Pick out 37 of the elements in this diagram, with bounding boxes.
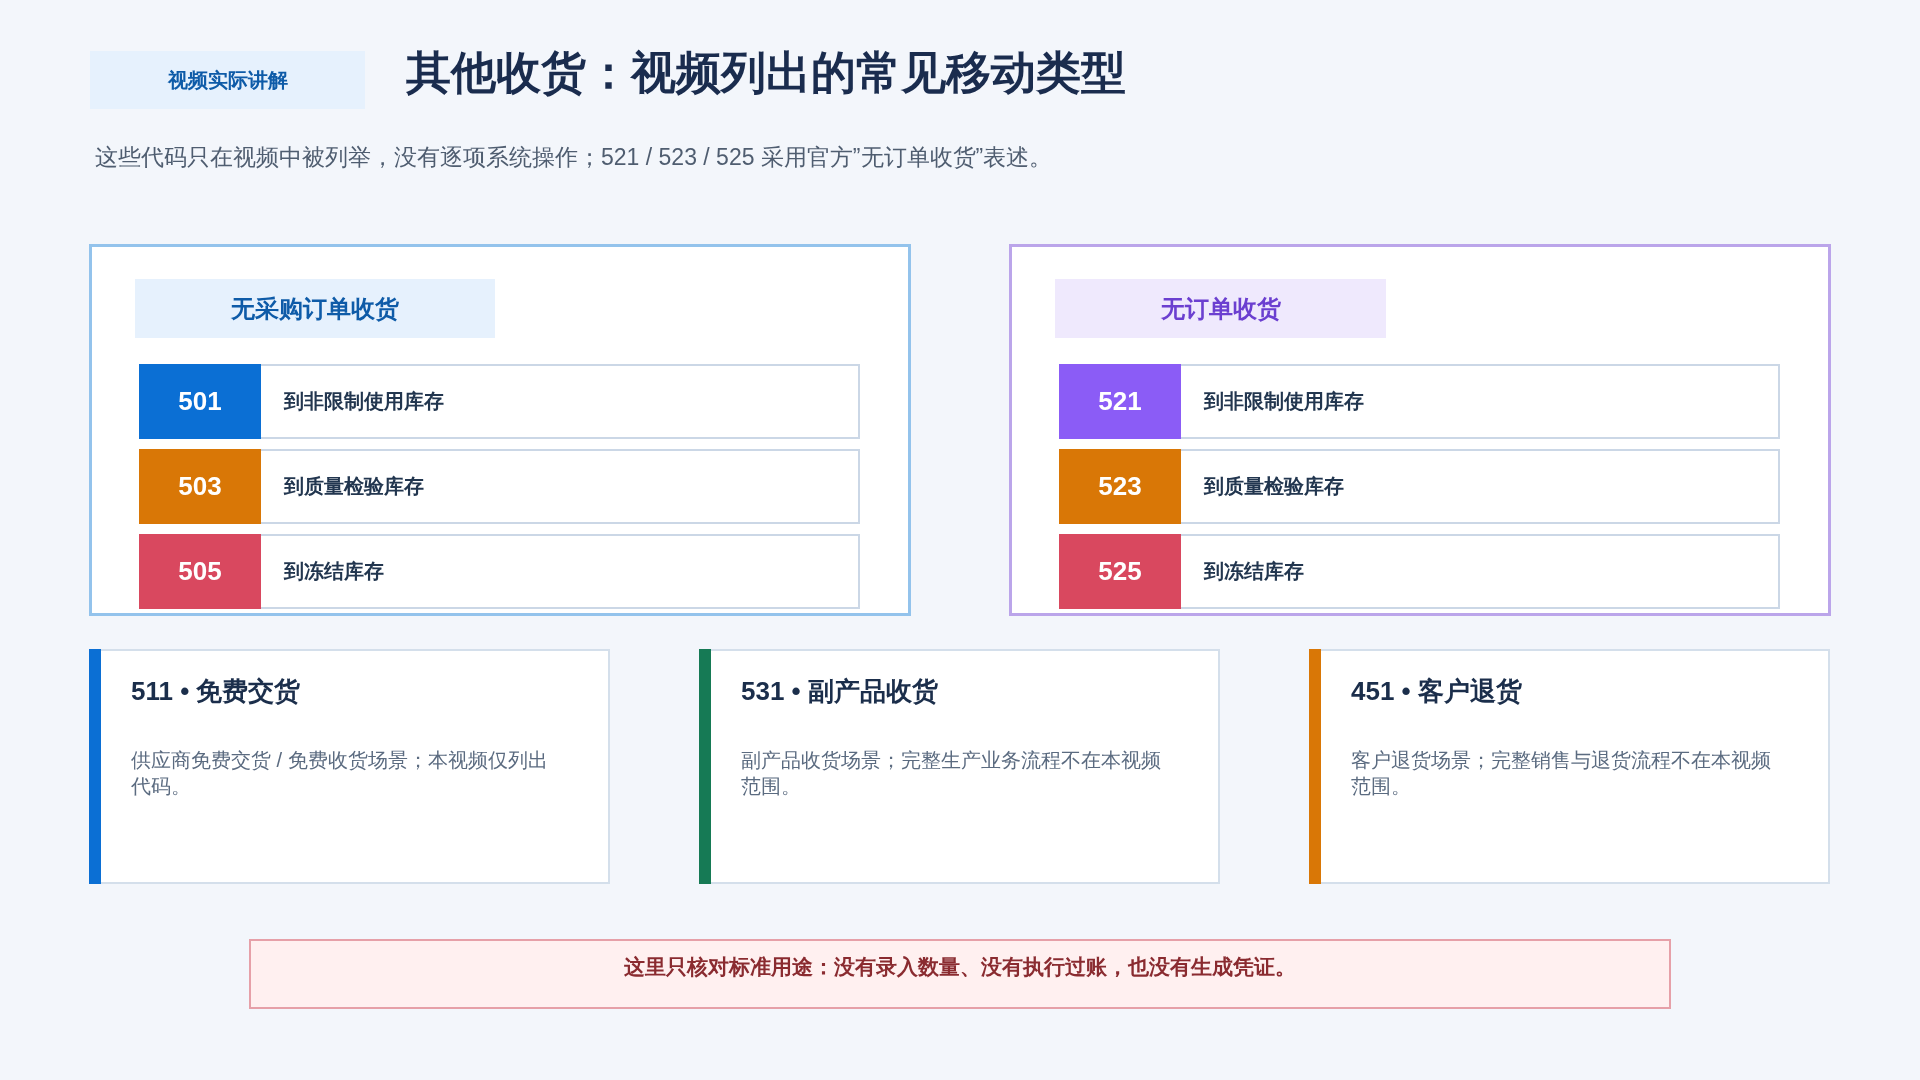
group-title: 无订单收货 [1160,293,1281,324]
movement-row [139,534,860,609]
info-card [1309,649,1830,884]
movement-row [1059,534,1780,609]
card-description: 供应商免费交货 / 免费收货场景；本视频仅列出代码。 [131,748,549,799]
card-description: 副产品收货场景；完整生产业务流程不在本视频范围。 [741,748,1162,799]
info-card [89,649,610,884]
movement-code: 523 [1059,449,1181,524]
movement-label: 到质量检验库存 [1204,474,1344,499]
group-panel [1009,244,1831,616]
info-card [699,649,1220,884]
group-header [135,279,495,338]
movement-row [1059,449,1780,524]
movement-label: 到冻结库存 [284,559,384,584]
group-title: 无采购订单收货 [231,293,399,324]
card-title: 531 • 副产品收货 [741,675,938,708]
movement-code: 503 [139,449,261,524]
card-description: 客户退货场景；完整销售与退货流程不在本视频范围。 [1351,748,1772,799]
movement-code: 505 [139,534,261,609]
card-title: 511 • 免费交货 [131,675,301,708]
movement-label: 到非限制使用库存 [284,389,444,414]
movement-row [139,449,860,524]
movement-label: 到非限制使用库存 [1204,389,1364,414]
movement-code: 521 [1059,364,1181,439]
tag-text: 视频实际讲解 [167,67,288,93]
movement-row [1059,364,1780,439]
notice-text: 这里只核对标准用途：没有录入数量、没有执行过账，也没有生成凭证。 [624,954,1296,980]
notice-box [249,939,1671,1009]
movement-code: 525 [1059,534,1181,609]
movement-label: 到冻结库存 [1204,559,1304,584]
movement-label: 到质量检验库存 [284,474,424,499]
movement-row [139,364,860,439]
card-title: 451 • 客户退货 [1351,675,1522,708]
subtitle-text: 这些代码只在视频中被列举，没有逐项系统操作；521 / 523 / 525 采用官方”无订单收货”表述。 [95,143,1053,172]
group-panel [89,244,911,616]
movement-code: 501 [139,364,261,439]
page-title: 其他收货：视频列出的常见移动类型 [406,46,1126,100]
